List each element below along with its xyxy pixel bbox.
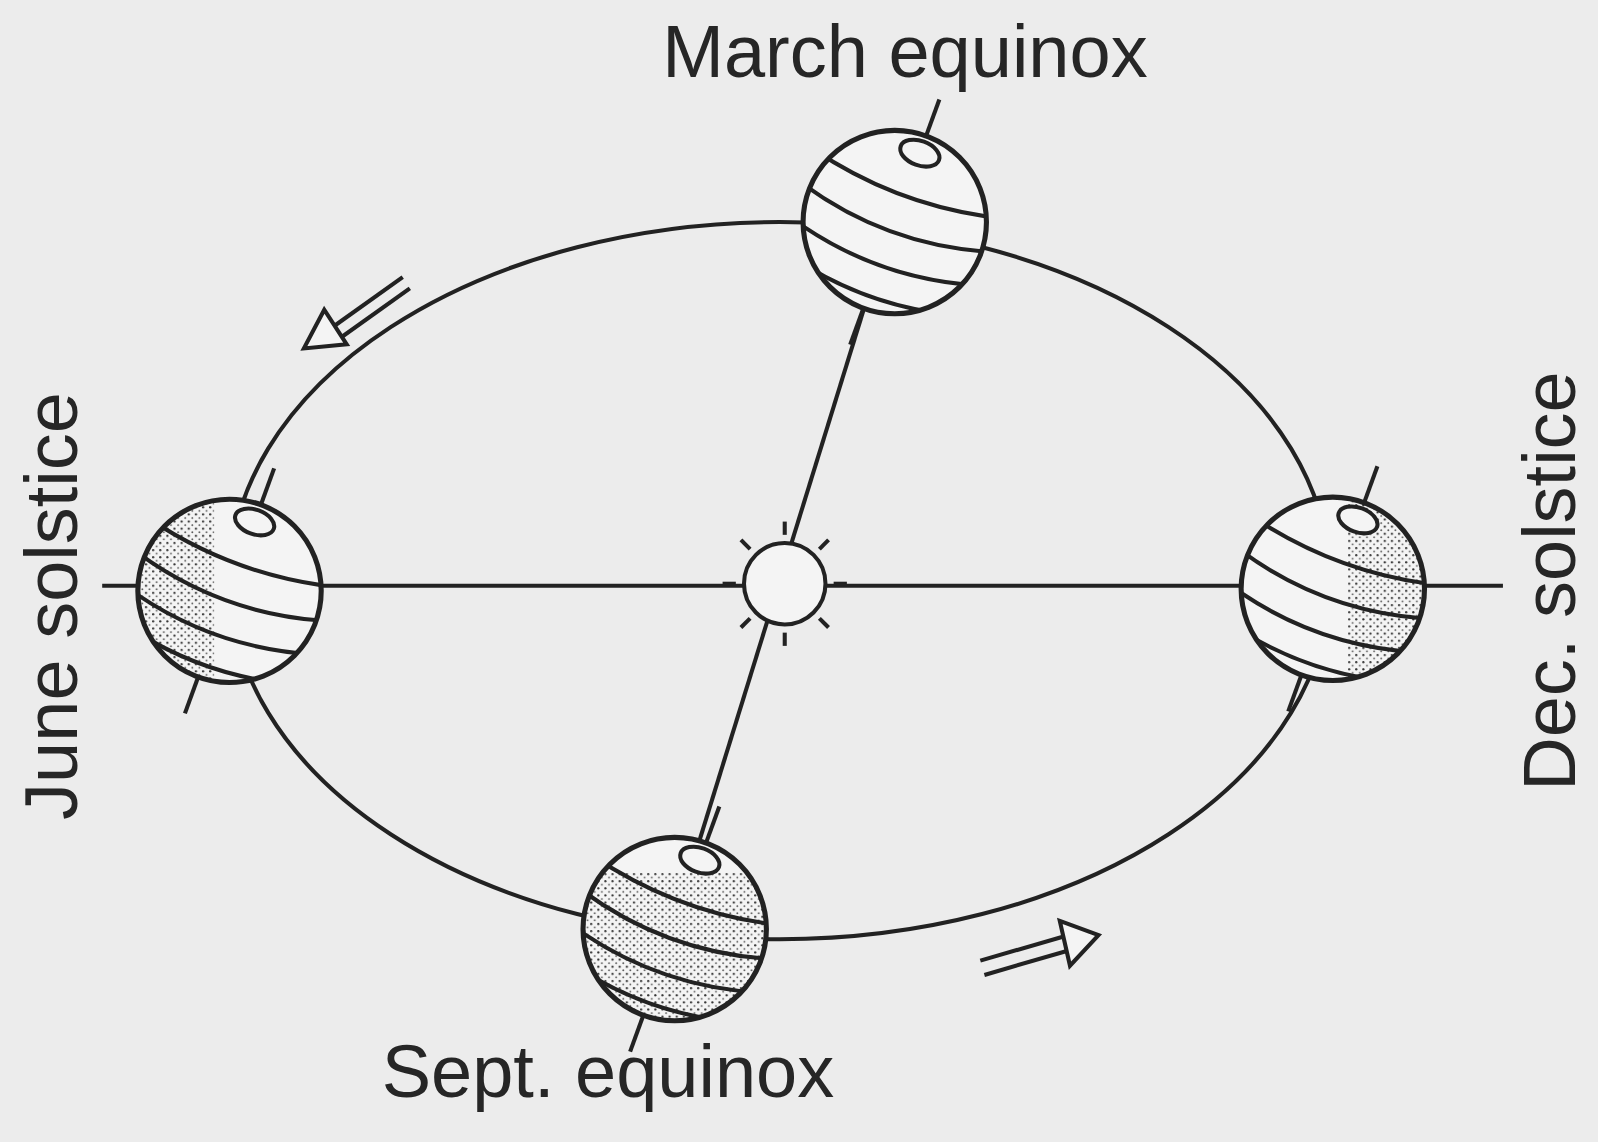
season-label: Dec. solstice: [1513, 371, 1587, 790]
season-label: June solstice: [15, 392, 89, 820]
season-label: Sept. equinox: [382, 1035, 835, 1109]
season-label: March equinox: [662, 15, 1147, 89]
